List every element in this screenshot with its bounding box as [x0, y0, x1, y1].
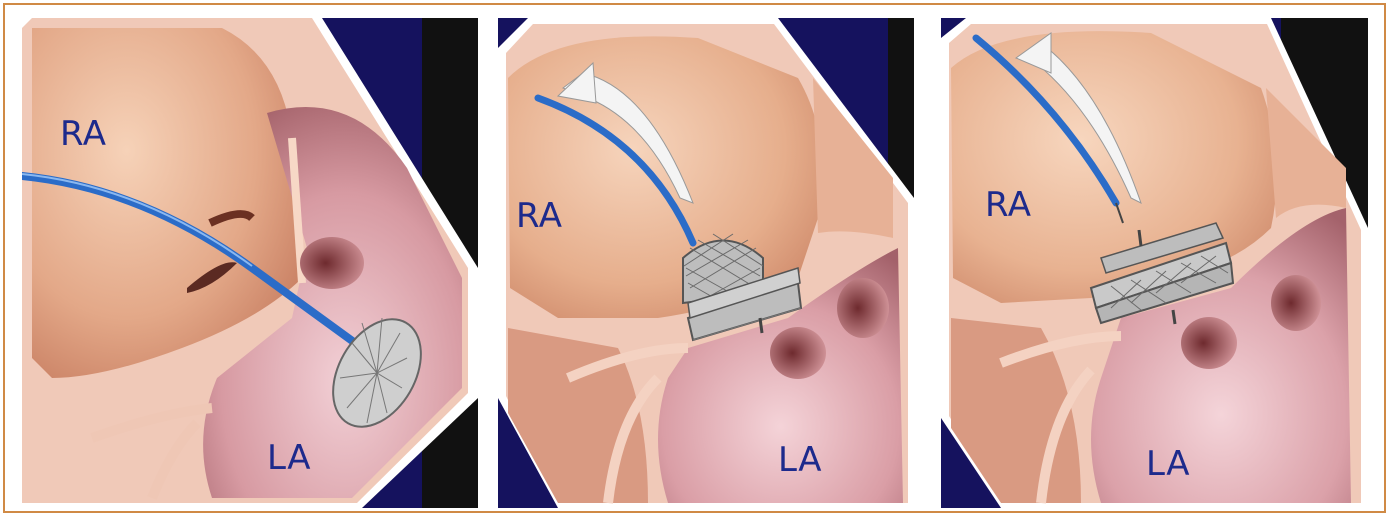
label-left-atrium: LA: [267, 438, 311, 478]
panel-1-illustration: [22, 18, 478, 508]
pulmonary-vein-opening: [1181, 317, 1237, 369]
label-right-atrium: RA: [985, 185, 1032, 225]
panel-1-catheter-crossing: RA LA: [22, 18, 478, 508]
label-left-atrium: LA: [778, 440, 822, 480]
pulmonary-vein-opening: [300, 237, 364, 289]
label-right-atrium: RA: [60, 114, 107, 154]
label-right-atrium: RA: [516, 196, 563, 236]
panel-2-illustration: [498, 18, 914, 508]
pulmonary-vein-opening: [1271, 275, 1321, 331]
panel-3-illustration: [941, 18, 1368, 508]
pulmonary-vein-opening: [770, 327, 826, 379]
panel-3-catheter-released: RA LA: [941, 18, 1368, 508]
label-left-atrium: LA: [1146, 444, 1190, 484]
pulmonary-vein-opening: [837, 278, 889, 338]
panel-2-device-deployed: RA LA: [498, 18, 914, 508]
